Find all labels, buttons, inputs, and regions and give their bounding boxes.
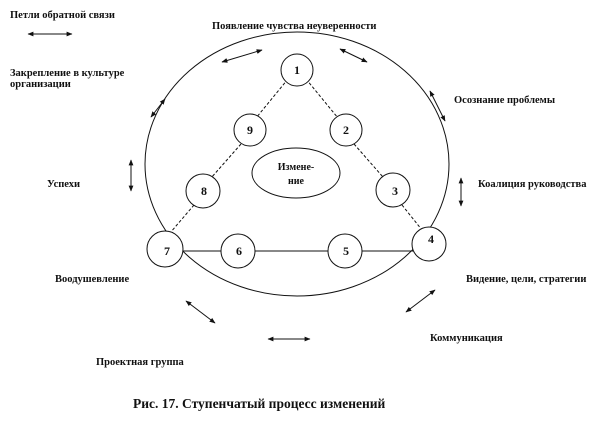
node-circles bbox=[146, 53, 447, 269]
node-8-circle bbox=[185, 173, 221, 209]
stage-label-right-mid: Коалиция руководства bbox=[478, 179, 587, 190]
node-6-number: 6 bbox=[236, 244, 242, 258]
node-3-circle bbox=[375, 172, 411, 208]
node-1-circle bbox=[280, 53, 314, 87]
stage-label-bottom-right: Коммуникация bbox=[430, 333, 503, 344]
node-7-number: 7 bbox=[164, 244, 170, 258]
center-label-line1: Измене- bbox=[278, 162, 314, 173]
node-3-number: 3 bbox=[392, 184, 398, 198]
node-4-circle bbox=[411, 226, 447, 262]
node-2-number: 2 bbox=[343, 123, 349, 137]
figure-caption: Рис. 17. Ступенчатый процесс изменений bbox=[133, 396, 386, 411]
node-9-circle bbox=[233, 113, 267, 147]
stage-label-top: Появление чувства неуверенности bbox=[212, 21, 377, 32]
node-4-number: 4 bbox=[428, 232, 434, 246]
node-1-number: 1 bbox=[294, 63, 300, 77]
feedback-arrow-top-right bbox=[339, 48, 368, 63]
node-7-circle bbox=[146, 230, 184, 268]
node-5-circle bbox=[327, 233, 363, 269]
stage-label-left-low: Воодушевление bbox=[55, 274, 130, 285]
stage-label-right-low: Видение, цели, стратегии bbox=[466, 274, 587, 285]
center-change-ellipse bbox=[251, 147, 341, 199]
node-2-circle bbox=[329, 113, 363, 147]
node-5-number: 5 bbox=[343, 244, 349, 258]
legend-label: Петли обратной связи bbox=[10, 10, 115, 21]
stage-label-bottom-left: Проектная группа bbox=[96, 357, 184, 368]
feedback-arrow-right-low bbox=[405, 289, 436, 313]
feedback-arrow-bottom-left bbox=[185, 300, 216, 324]
stage-label-right-top: Осознание проблемы bbox=[454, 95, 556, 106]
center-label-line2: ние bbox=[288, 176, 305, 187]
feedback-arrow-left-top bbox=[150, 98, 166, 118]
feedback-arrow-right-top bbox=[429, 90, 446, 122]
node-8-number: 8 bbox=[201, 184, 207, 198]
feedback-arrow-top-left bbox=[221, 49, 263, 63]
stage-label-left-mid: Успехи bbox=[47, 179, 81, 190]
node-9-number: 9 bbox=[247, 123, 253, 137]
triangle-edges bbox=[169, 78, 423, 234]
stage-label-left-top: Закрепление в культуре организации bbox=[10, 68, 125, 90]
node-6-circle bbox=[220, 233, 256, 269]
outer-cycle-circle bbox=[144, 31, 450, 297]
